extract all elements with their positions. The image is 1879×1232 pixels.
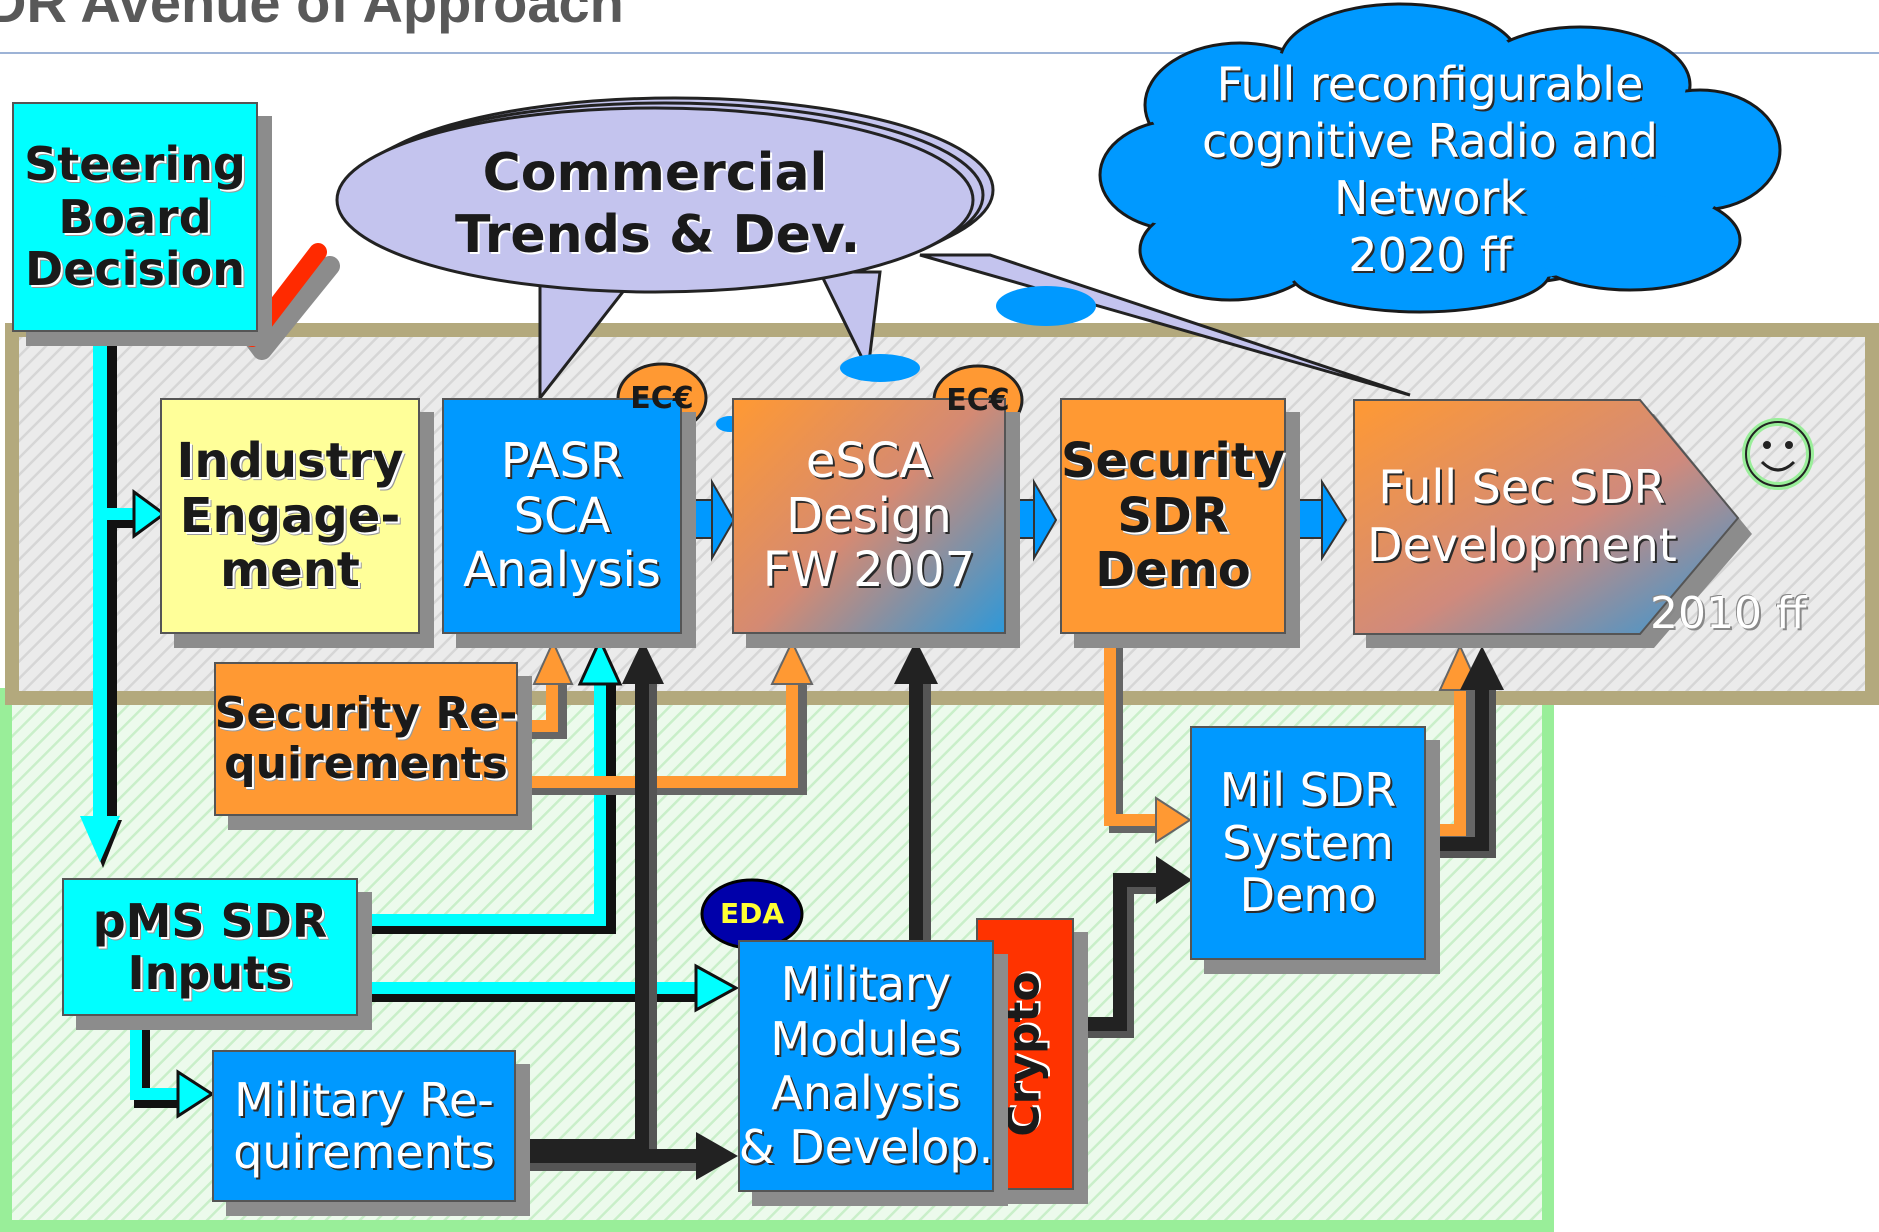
secdemo-line-2: SDR (1117, 487, 1229, 544)
cloud-callout: Full reconfigurable cognitive Radio and … (1160, 56, 1700, 284)
secreq-line-1: Security Re- (214, 687, 518, 739)
steering-line-2: Board (58, 189, 212, 244)
cloud-line-3: Network (1333, 171, 1527, 225)
pasr-line-2: SCA (513, 487, 611, 544)
fullsec-line-2: Development (1367, 518, 1677, 572)
secdemo-line-3: Demo (1095, 542, 1251, 599)
esca-line-3: FW 2007 (762, 542, 976, 599)
slide-title: DR Avenue of Approach (0, 0, 624, 34)
mildemo-line-2: System (1222, 815, 1394, 870)
milreq-to-modules-arrow (524, 1132, 738, 1180)
pasr-line-3: Analysis (463, 542, 661, 599)
modules-line-1: Military (780, 957, 952, 1012)
ec-badge-1-label: EC€ (630, 381, 694, 416)
secdemo-line-1: Security (1060, 432, 1286, 489)
industry-line-3: ment (220, 542, 360, 599)
cloud-line-1: Full reconfigurable (1216, 57, 1644, 111)
crypto-label: Crypto (998, 971, 1050, 1137)
fullsec-label: Full Sec SDR Development (1362, 458, 1682, 574)
commercial-line-2: Trends & Dev. (455, 205, 861, 265)
steering-flow-arrows (80, 330, 167, 868)
industry-line-1: Industry (176, 432, 404, 489)
security-sdr-demo-box: Security SDR Demo (1060, 398, 1286, 634)
steering-line-1: Steering (24, 137, 246, 192)
secdemo-to-mildemo-arrow (1104, 640, 1192, 844)
pms-sdr-inputs-box: pMS SDR Inputs (62, 878, 358, 1016)
security-requirements-box: Security Re- quirements (214, 662, 518, 816)
pasr-line-1: PASR (500, 432, 624, 489)
military-requirements-box: Military Re- quirements (212, 1050, 516, 1202)
pms-to-pasr-arrow (354, 636, 623, 934)
fullsec-pentagon (1353, 399, 1740, 635)
cloud-blob-2 (996, 286, 1096, 326)
pms-line-1: pMS SDR (92, 893, 328, 948)
modules-to-esca-arrow (894, 640, 938, 946)
pasr-sca-box: PASR SCA Analysis (442, 398, 682, 634)
crypto-to-mildemo-arrow (1082, 856, 1192, 1038)
esca-line-2: Design (786, 487, 952, 544)
milreq-line-2: quirements (233, 1125, 495, 1179)
chain-arrow-2 (1011, 478, 1058, 562)
secreq-to-pasr-arrow (516, 639, 574, 739)
mildemo-line-1: Mil SDR (1219, 763, 1397, 818)
mil-sdr-demo-box: Mil SDR System Demo (1190, 726, 1426, 960)
modules-line-4: & Develop. (738, 1120, 994, 1175)
chain-arrow-3 (1293, 478, 1348, 562)
esca-design-box: eSCA Design FW 2007 (732, 398, 1006, 634)
smiley-icon (1742, 418, 1814, 490)
military-modules-box: Military Modules Analysis & Develop. (738, 940, 994, 1192)
secreq-line-2: quirements (224, 738, 508, 789)
modules-line-2: Modules (770, 1011, 962, 1066)
commercial-line-1: Commercial (482, 143, 828, 203)
chain-arrow-1 (689, 478, 736, 562)
mildemo-to-fullsec-arrows (1420, 643, 1504, 858)
commercial-callout: Commercial Trends & Dev. (455, 142, 861, 266)
steering-board-box: Steering Board Decision (12, 102, 258, 332)
timeframe-label: 2010 ff (1650, 588, 1807, 639)
esca-line-1: eSCA (805, 432, 933, 489)
cloud-line-2: cognitive Radio and (1202, 114, 1658, 168)
eda-badge-label: EDA (719, 897, 785, 930)
steering-line-3: Decision (25, 242, 245, 297)
industry-line-2: Engage- (179, 487, 401, 544)
industry-engagement-box: Industry Engage- ment (160, 398, 420, 634)
milreq-line-1: Military Re- (234, 1072, 494, 1127)
secreq-to-esca-arrow (516, 639, 814, 795)
pms-to-milreq-arrow (130, 1010, 215, 1119)
fullsec-line-1: Full Sec SDR (1378, 460, 1666, 514)
cloud-line-4: 2020 ff (1348, 228, 1512, 282)
mildemo-line-3: Demo (1239, 868, 1377, 923)
cloud-blob-1 (840, 354, 920, 382)
title-rule (0, 52, 1879, 54)
modules-line-3: Analysis (771, 1066, 961, 1120)
commercial-bubble (335, 106, 975, 294)
ec-badge-2-label: EC€ (946, 383, 1010, 418)
pms-line-2: Inputs (127, 946, 293, 1000)
